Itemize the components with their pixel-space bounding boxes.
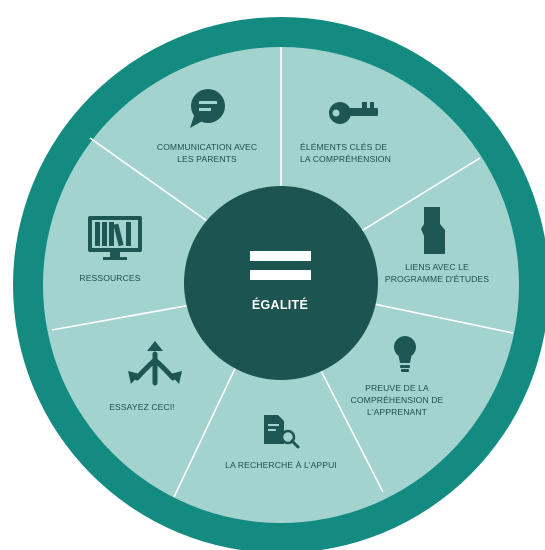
divider-lower-right — [314, 358, 384, 493]
segment-label-line: PREUVE DE LA — [365, 383, 429, 393]
center-label: ÉGALITÉ — [252, 297, 308, 312]
divider-right — [359, 300, 514, 334]
monitor-books-icon — [88, 216, 142, 260]
segment-label-line: LA RECHERCHE À L'APPUI — [225, 460, 337, 470]
segment-elements-cles[interactable]: ÉLÉMENTS CLÉS DE LA COMPRÉHENSION — [300, 102, 391, 164]
equals-icon — [250, 251, 311, 280]
segment-label-line: LES PARENTS — [177, 154, 237, 164]
segment-label-line: RESSOURCES — [79, 273, 140, 283]
segment-preuve[interactable]: PREUVE DE LA COMPRÉHENSION DE L'APPRENAN… — [351, 336, 444, 417]
split-arrows-icon — [134, 351, 176, 386]
segment-label-line: LIENS AVEC LE — [405, 262, 469, 272]
document-search-icon — [264, 415, 300, 449]
segment-label-line: COMMUNICATION AVEC — [157, 142, 257, 152]
segment-label-line: ÉLÉMENTS CLÉS DE — [300, 142, 387, 152]
segment-liens[interactable]: LIENS AVEC LE PROGRAMME D'ÉTUDES — [385, 207, 489, 284]
center-disc — [184, 186, 378, 380]
chat-bubble-icon — [190, 89, 225, 128]
segment-recherche[interactable]: LA RECHERCHE À L'APPUI — [225, 415, 337, 470]
segment-ressources[interactable]: RESSOURCES — [79, 216, 142, 283]
divider-upper-right — [354, 157, 481, 236]
divider-lower-left — [173, 355, 242, 498]
segment-label-line: LA COMPRÉHENSION — [300, 154, 391, 164]
segment-communication[interactable]: COMMUNICATION AVEC LES PARENTS — [157, 89, 257, 164]
segment-label-line: L'APPRENANT — [367, 407, 428, 417]
segment-label-line: COMPRÉHENSION DE — [351, 395, 444, 405]
divider-upper-left — [89, 137, 215, 227]
key-icon — [329, 102, 378, 124]
segment-dividers — [51, 47, 514, 498]
segment-label-line: PROGRAMME D'ÉTUDES — [385, 274, 489, 284]
lightbulb-icon — [394, 336, 416, 372]
divider-left — [51, 302, 203, 331]
segment-label-line: ESSAYEZ CECI! — [109, 402, 175, 412]
segment-essayez[interactable]: ESSAYEZ CECI! — [109, 341, 182, 412]
alberta-map-icon — [421, 207, 445, 254]
